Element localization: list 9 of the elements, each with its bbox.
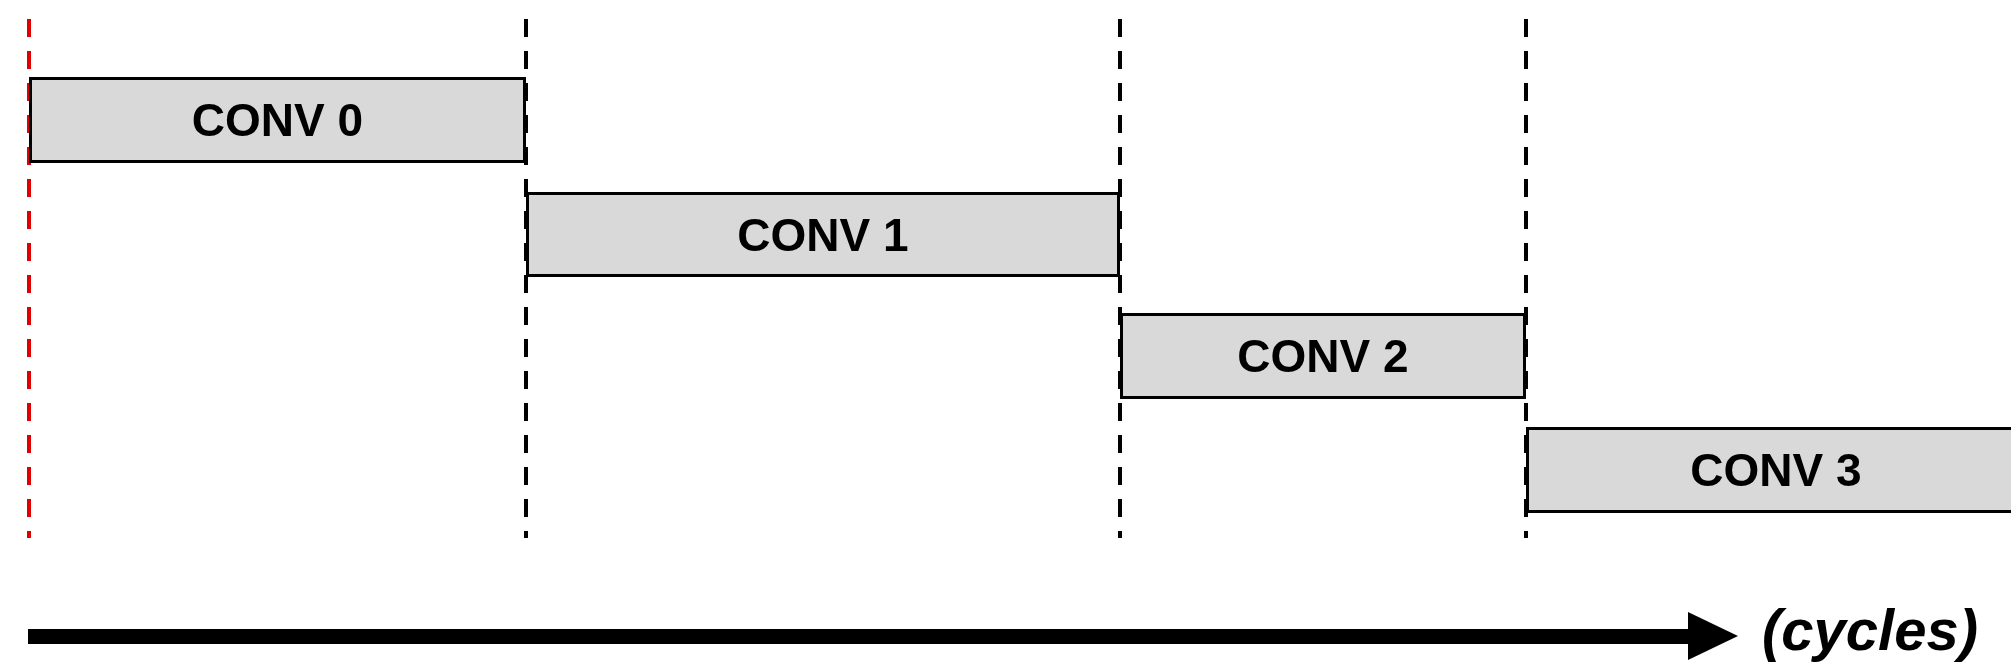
process-bar: [1120, 313, 1526, 399]
bar-label: CONV 2: [1237, 329, 1409, 383]
process-bar: [1526, 427, 2011, 513]
bar-label: CONV 0: [191, 93, 364, 147]
process-bar: [29, 77, 526, 163]
bar-label: CONV 1: [737, 207, 909, 262]
process-bar: [526, 192, 1120, 277]
axis-label: (cycles): [1762, 596, 1979, 663]
bar-label: CONV 3: [1690, 443, 1862, 497]
